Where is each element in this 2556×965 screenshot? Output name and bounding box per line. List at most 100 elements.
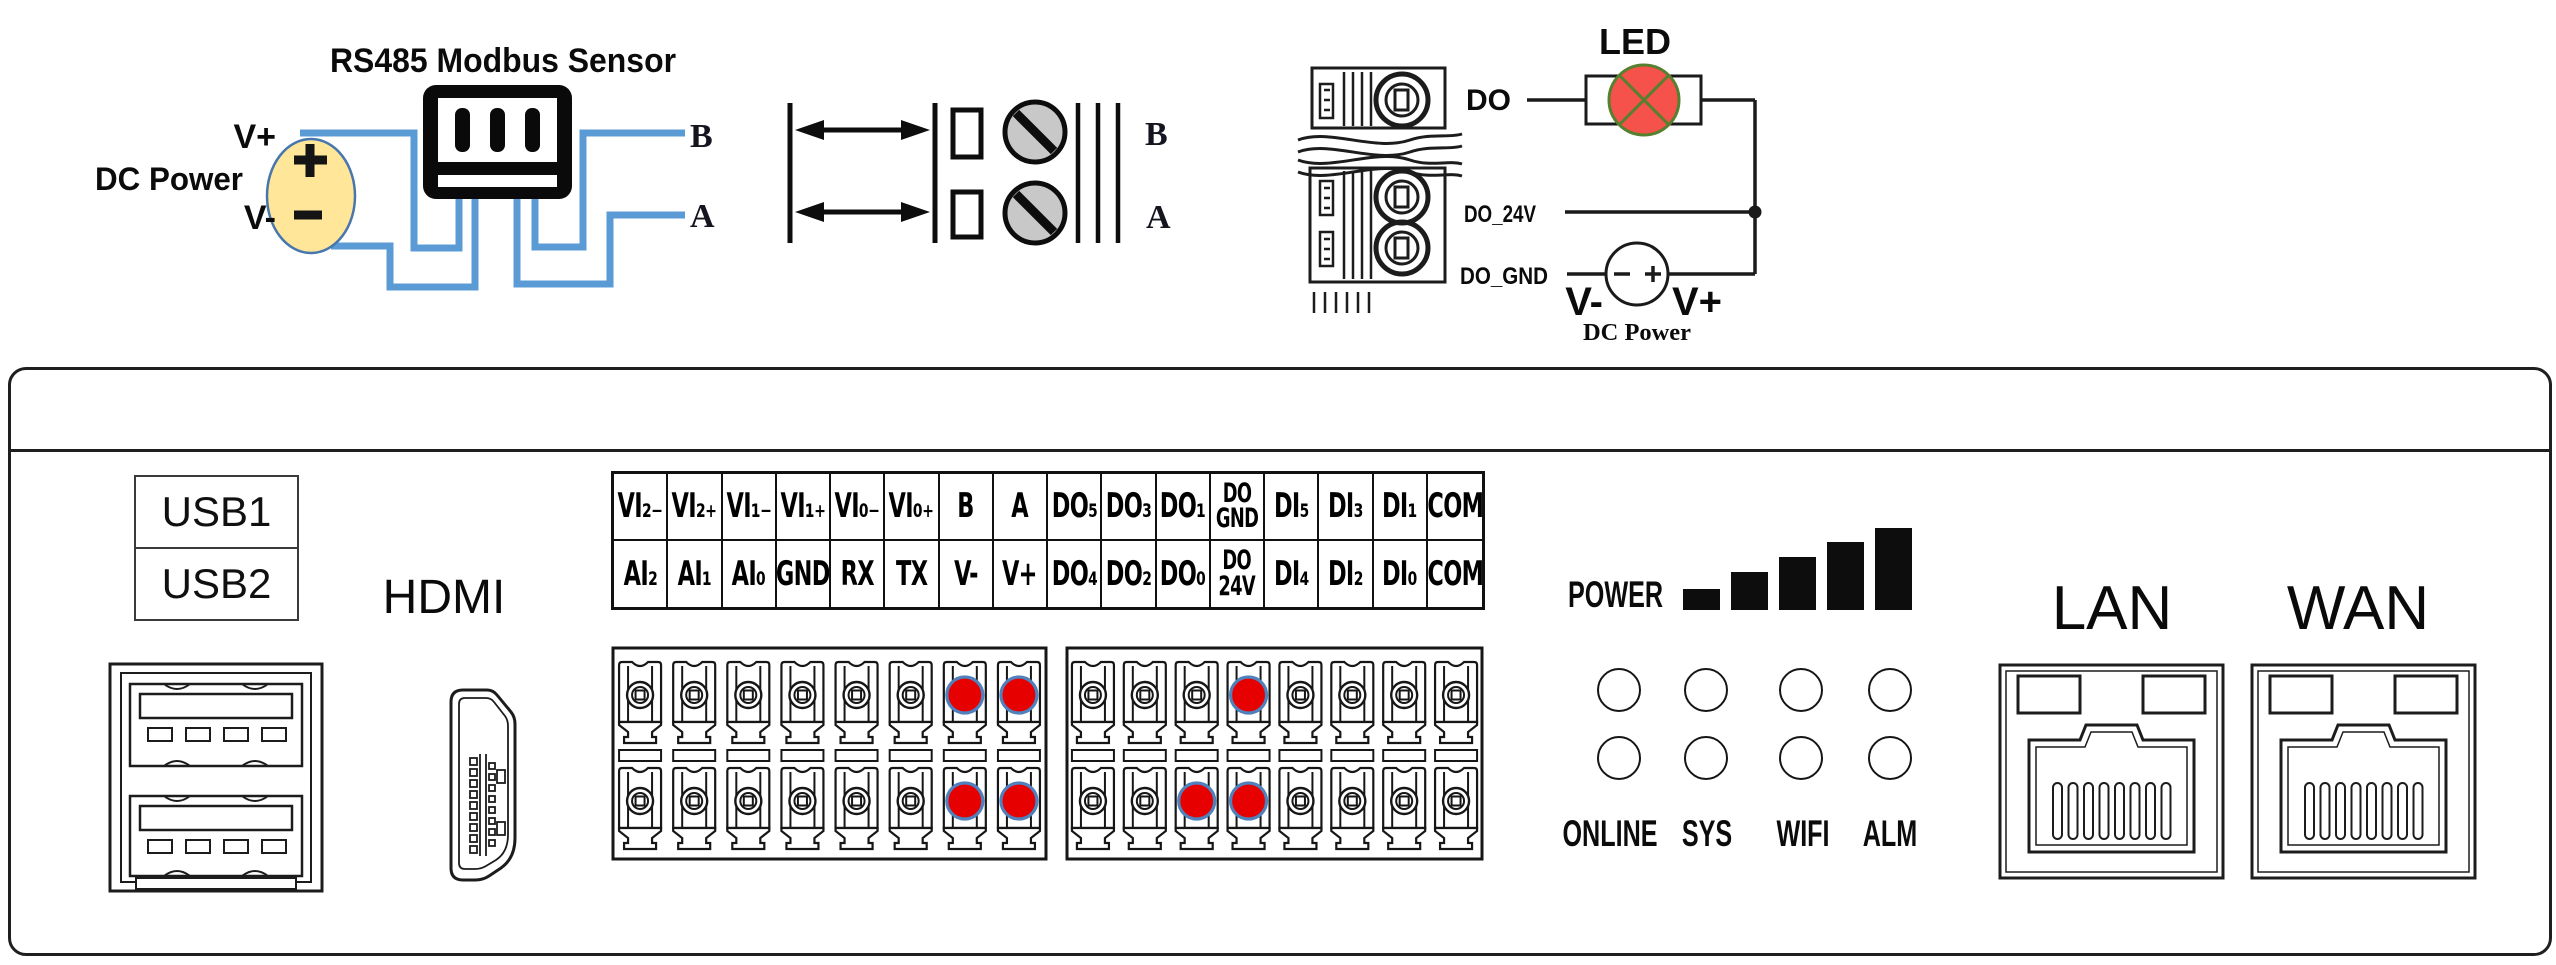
highlighted-terminal-dot [1177,781,1217,821]
io-grid-cell: AI₁ [668,540,723,607]
io-grid-cell: V- [940,540,994,607]
do-gnd-pin-label: DO_GND [1460,263,1548,290]
status-led [1597,668,1641,712]
io-grid-cell: DO₃ [1102,474,1157,541]
status-led [1684,736,1728,780]
status-led [1779,736,1823,780]
status-led [1597,736,1641,780]
dc-power-source-icon [265,137,357,255]
io-grid-cell: TX [885,540,940,607]
usb2-label: USB2 [136,547,297,619]
device-front-panel: USB1 USB2 [8,367,2552,956]
status-led [1868,668,1912,712]
usb1-label: USB1 [161,488,272,535]
status-led-label: WIFI [1776,813,1830,854]
io-grid-cell: A [993,474,1048,541]
io-grid-cell: DO GND [1210,474,1265,541]
do-wiring-diagram: LED DO DO_24V DO_GND V- V+ DC Power [1297,21,1762,346]
led-label: LED [1599,21,1671,62]
highlighted-terminal-dot [945,781,985,821]
rj45-port-lan-icon [1998,663,2225,880]
terminal-b-label: B [1145,116,1168,153]
status-led-label: ONLINE [1562,813,1658,854]
io-grid-cell: DO₅ [1048,474,1103,541]
status-led-label: ALM [1862,813,1918,854]
io-grid-cell: COM [1427,474,1482,541]
bus-a-label: A [690,198,715,235]
junction-dot-icon [1748,205,1762,219]
io-grid-cell: DI₄ [1265,540,1320,607]
dc-power-label: DC Power [95,161,243,197]
io-grid-cell: AI₀ [723,540,777,607]
wire-slot-icon [950,107,984,160]
io-grid-cell: RX [831,540,886,607]
io-grid-cell: DI₅ [1265,474,1320,541]
polarity-symbols-icon [294,144,327,220]
do-24v-pin-label: DO_24V [1464,201,1536,228]
wire-slot-icon [950,189,984,240]
io-grid-cell: VI₀₋ [831,474,886,541]
v-minus-label: V- [244,199,276,237]
signal-bar [1827,542,1864,610]
io-grid-cell: VI₁₊ [776,474,831,541]
v-plus-label: V+ [1672,280,1722,324]
status-led [1684,668,1728,712]
io-grid-cell: DO₂ [1102,540,1157,607]
io-grid-cell: DO₁ [1156,474,1211,541]
bus-b-label: B [690,118,713,155]
status-led [1868,736,1912,780]
io-grid-cell: VI₁₋ [722,474,777,541]
usb-label-box: USB1 USB2 [134,475,299,621]
io-grid-cell: DI₀ [1374,540,1428,607]
status-led [1779,668,1823,712]
terminal-block-right [1065,646,1484,861]
highlighted-terminal-dot [999,675,1039,715]
cable-span-icon [787,103,938,243]
modbus-sensor-icon [423,85,572,199]
io-grid-cell: DI₃ [1319,474,1374,541]
highlighted-terminal-dot [999,781,1039,821]
io-grid-cell: DI₂ [1319,540,1374,607]
do-wires-icon [1527,98,1757,276]
power-label: POWER [1568,574,1664,615]
io-grid-cell: DO 24V [1211,540,1265,607]
terminal-block-left [611,646,1048,861]
screw-terminal-icon [1002,180,1068,246]
terminal-a-label: A [1146,199,1171,236]
arrowheads-icon [795,120,930,222]
do-terminal-block-icon [1297,66,1463,313]
lan-label: LAN [2051,574,2173,643]
signal-bar [1731,572,1768,610]
signal-bars-icon [1683,524,1915,610]
hdmi-label: HDMI [382,571,506,624]
usb-port-icon [108,662,324,893]
status-led-label: SYS [1681,813,1733,854]
highlighted-terminal-dot [945,675,985,715]
v-plus-label: V+ [233,118,276,156]
v-minus-label: V- [1565,280,1603,324]
io-grid-cell: DO₄ [1048,540,1103,607]
io-grid-cell: V+ [994,540,1048,607]
io-grid-cell: GND [777,540,831,607]
panel-divider [11,449,2549,452]
highlighted-terminal-dot [1228,675,1269,715]
top-diagrams: RS485 Modbus Sensor V+ DC Power V- [95,21,1762,346]
dc-power-source-icon [1604,241,1670,307]
hdmi-connector-icon [449,688,517,882]
io-grid-cell: DO₀ [1157,540,1211,607]
highlighted-terminal-dot [1228,781,1269,821]
wan-label: WAN [2286,574,2430,643]
screw-terminal-icon [1002,99,1068,165]
led-lamp-icon [1584,63,1703,137]
rs485-diagram-title: RS485 Modbus Sensor [330,42,676,80]
terminal-wall-icon [1075,103,1121,243]
rs485-sensor-diagram: RS485 Modbus Sensor V+ DC Power V- [95,42,715,291]
signal-bar [1683,589,1720,610]
signal-bar [1779,557,1816,610]
io-grid-cell: VI₂₋ [614,474,669,541]
io-grid-cell: DI₁ [1373,474,1428,541]
signal-bar [1875,528,1912,610]
rs485-terminal-diagram: B A [787,99,1171,246]
